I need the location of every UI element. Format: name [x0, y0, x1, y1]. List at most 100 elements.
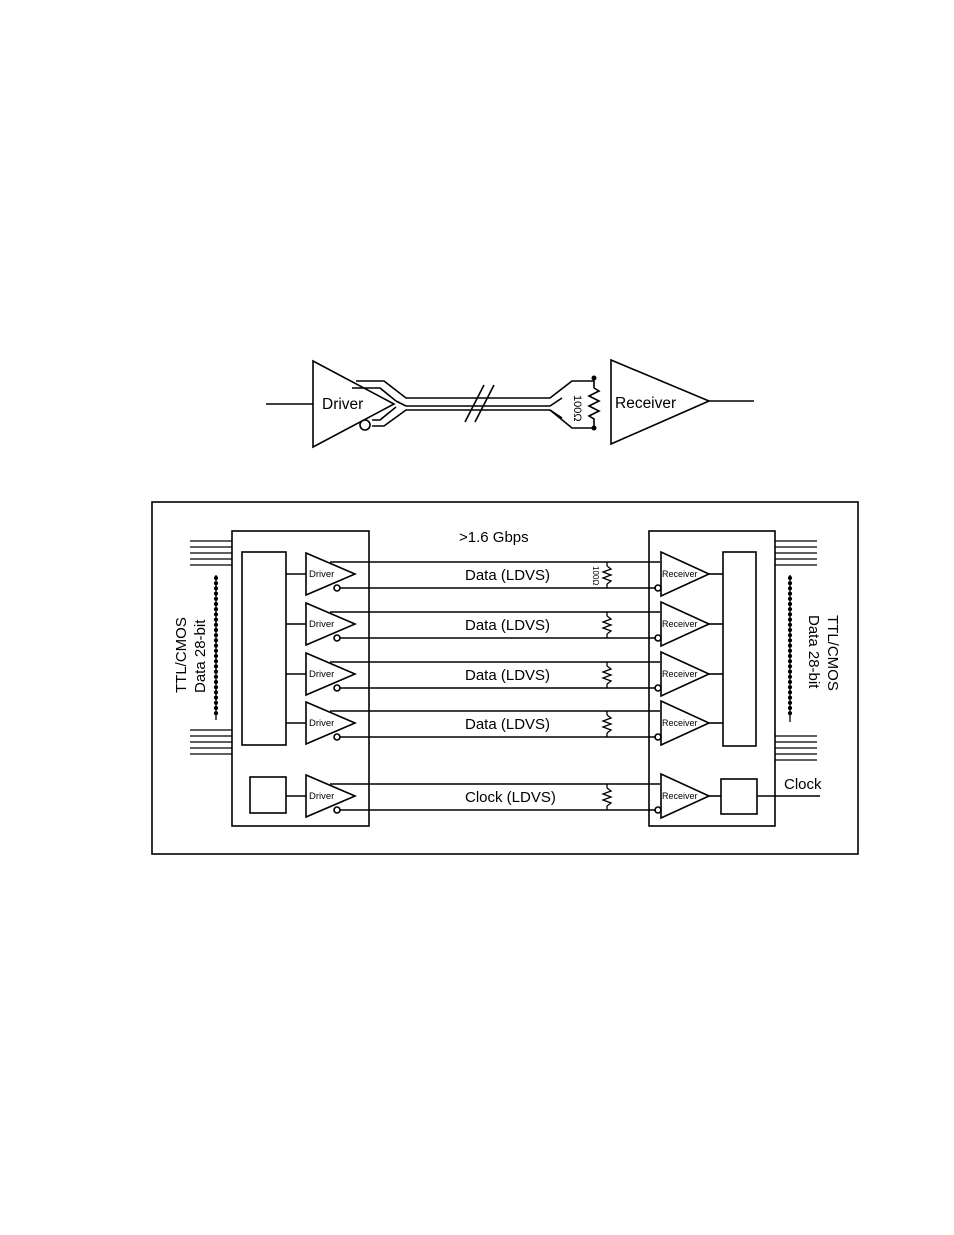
driver-inversion-bubble	[334, 807, 340, 813]
bus-dot	[214, 675, 218, 679]
bus-dot	[214, 696, 218, 700]
driver-label: Driver	[309, 718, 334, 729]
line-label: Clock (LDVS)	[465, 789, 556, 806]
bus-dot	[788, 586, 792, 590]
bus-dot	[788, 576, 792, 580]
right-bus-label-2: Data 28-bit	[805, 615, 822, 689]
bus-dot	[214, 659, 218, 663]
clock-recovery-block	[721, 779, 757, 814]
bus-dot	[214, 581, 218, 585]
top-resistor-label: 100Ω	[571, 395, 583, 422]
deserializer-block	[723, 552, 756, 746]
bus-dot	[788, 690, 792, 694]
bus-dot	[788, 664, 792, 668]
bus-dot	[788, 696, 792, 700]
bus-dot	[214, 597, 218, 601]
left-bus-label-2: Data 28-bit	[192, 619, 209, 693]
bus-dot	[214, 664, 218, 668]
bus-dot	[788, 618, 792, 622]
bus-dot	[788, 612, 792, 616]
resistor-zigzag	[603, 566, 611, 584]
bus-dot	[214, 633, 218, 637]
bus-dot	[788, 602, 792, 606]
bus-dot	[788, 623, 792, 627]
left-bus-dots	[214, 576, 218, 715]
driver-inversion-bubble	[334, 685, 340, 691]
bus-dot	[788, 685, 792, 689]
receiver-label: Receiver	[662, 619, 698, 629]
receiver-label: Receiver	[662, 718, 698, 728]
bus-dot	[788, 670, 792, 674]
bus-dot	[788, 675, 792, 679]
left-bus-label-1: TTL/CMOS	[173, 617, 190, 693]
bus-dot	[214, 680, 218, 684]
bus-dot	[214, 576, 218, 580]
bus-dot	[214, 602, 218, 606]
resistor-label: 100Ω	[591, 566, 600, 585]
bus-dot	[788, 592, 792, 596]
top-diagram: Driver 100Ω Receiver	[266, 360, 754, 447]
bus-dot	[214, 586, 218, 590]
bus-dot	[214, 690, 218, 694]
resistor-zigzag	[603, 788, 611, 806]
line-label: Data (LDVS)	[465, 667, 550, 684]
clock-source-block	[250, 777, 286, 813]
speed-label: >1.6 Gbps	[459, 529, 529, 546]
driver-label: Driver	[309, 669, 334, 680]
right-bus-label-1: TTL/CMOS	[824, 615, 841, 691]
bus-dot	[214, 623, 218, 627]
driver-inversion-bubble	[334, 734, 340, 740]
bus-dot	[788, 711, 792, 715]
bus-dot	[214, 649, 218, 653]
bus-dot	[788, 680, 792, 684]
top-receiver-label: Receiver	[615, 395, 676, 412]
driver-inversion-bubble	[334, 635, 340, 641]
resistor-zigzag	[603, 715, 611, 733]
bus-dot	[214, 711, 218, 715]
driver-label: Driver	[309, 569, 334, 580]
bus-dot	[788, 628, 792, 632]
serializer-block	[242, 552, 286, 745]
bus-dot	[214, 618, 218, 622]
bus-dot	[214, 685, 218, 689]
resistor-zigzag	[603, 666, 611, 684]
bus-dot	[214, 638, 218, 642]
channel-2: Driver Data (LDVS) Receiver	[286, 602, 723, 646]
receiver-label: Receiver	[662, 569, 698, 579]
line-label: Data (LDVS)	[465, 617, 550, 634]
bus-dot	[788, 581, 792, 585]
bus-dot	[788, 701, 792, 705]
bus-dot	[214, 592, 218, 596]
bus-dot	[788, 638, 792, 642]
bus-dot	[214, 612, 218, 616]
driver-label: Driver	[309, 619, 334, 630]
bus-dot	[214, 644, 218, 648]
bus-dot	[788, 649, 792, 653]
channels: DriverData (LDVS)100ΩReceiverDriverData …	[286, 552, 723, 818]
receiver-label: Receiver	[662, 791, 698, 801]
bus-dot	[214, 701, 218, 705]
break-mark-2	[475, 385, 494, 422]
bus-dot	[788, 654, 792, 658]
right-bus-dots	[788, 576, 792, 715]
top-driver-label: Driver	[322, 396, 363, 413]
clock-output-label: Clock	[784, 776, 822, 793]
receiver-label: Receiver	[662, 669, 698, 679]
channel-4: Driver Data (LDVS) Receiver	[286, 701, 723, 745]
bus-dot	[788, 659, 792, 663]
driver-label: Driver	[309, 791, 334, 802]
bus-dot	[214, 670, 218, 674]
bus-dot	[788, 607, 792, 611]
transmitter-chip	[232, 531, 369, 826]
driver-inversion-bubble	[334, 585, 340, 591]
line-label: Data (LDVS)	[465, 716, 550, 733]
bus-dot	[788, 597, 792, 601]
bus-dot	[788, 706, 792, 710]
differential-pair	[352, 381, 594, 428]
bus-dot	[788, 633, 792, 637]
bus-dot	[214, 706, 218, 710]
resistor-zigzag	[603, 616, 611, 634]
bottom-diagram: >1.6 Gbps	[152, 502, 858, 854]
